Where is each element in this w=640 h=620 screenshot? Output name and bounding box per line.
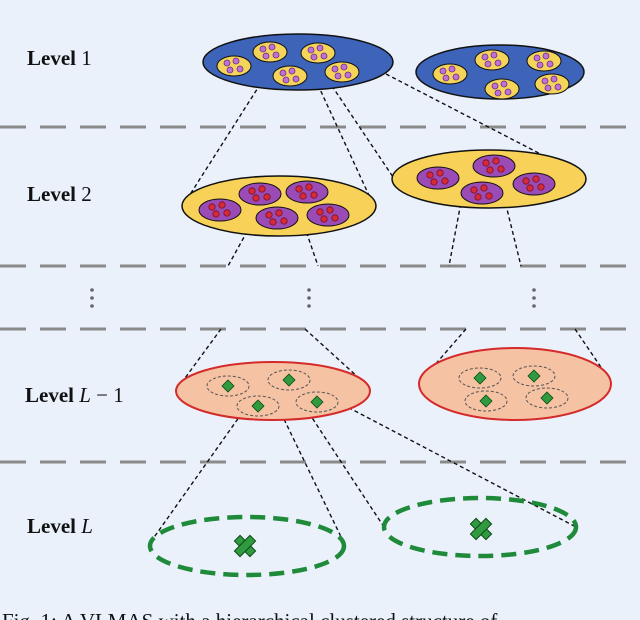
level-2-group-right [391, 149, 587, 209]
connector-lines [149, 71, 612, 544]
figure-caption: Fig. 1: A VLMAS with a hierarchical clus… [2, 609, 497, 620]
level-2-group-left [181, 175, 377, 237]
x-mark-icon [469, 517, 493, 541]
level-label-l: Level L [27, 514, 93, 538]
level-1-group-right [415, 44, 585, 100]
level-l-minus-1-group-left [175, 361, 371, 421]
level-l-group-right [381, 495, 579, 559]
level-1-group-left [202, 33, 394, 91]
vertical-ellipsis-icon [90, 288, 536, 308]
level-l-group-left [147, 514, 347, 578]
level-label-l-minus-1: Level L − 1 [25, 383, 124, 407]
level-l-minus-1-group-right [418, 347, 612, 421]
level-label-2: Level 2 [27, 182, 92, 206]
level-1-agents [223, 43, 352, 84]
level-separators [0, 125, 640, 464]
x-mark-icon [233, 534, 257, 558]
level-label-1: Level 1 [27, 46, 92, 70]
